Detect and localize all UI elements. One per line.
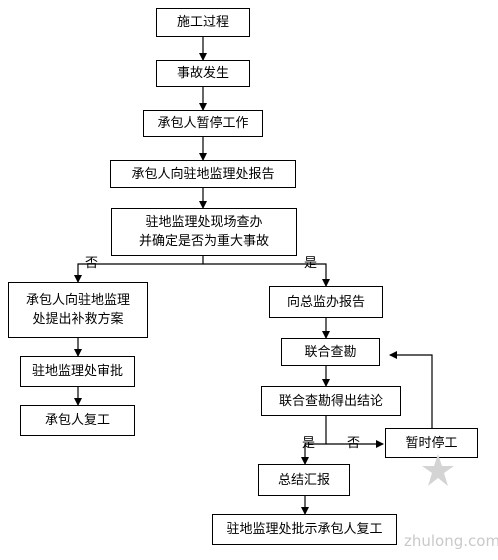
node-accident: 事故发生 xyxy=(156,60,250,87)
node-construction-label: 施工过程 xyxy=(176,15,229,30)
node-report-resident: 承包人向驻地监理处报告 xyxy=(110,160,296,188)
node-report-chief: 向总监办报告 xyxy=(269,286,383,318)
node-resident-check-label: 驻地监理处现场查办 并确定是否为重大事故 xyxy=(138,215,269,249)
label-yes-down: 是 xyxy=(302,436,316,451)
arrow-conclusion-to-summary xyxy=(301,416,327,465)
node-joint-check-label: 联合查勘 xyxy=(304,344,357,360)
node-temp-stop-label: 暂时停工 xyxy=(405,435,458,451)
node-joint-conclusion: 联合查勘得出结论 xyxy=(261,386,401,416)
label-yes-right: 是 xyxy=(304,256,318,271)
node-accident-label: 事故发生 xyxy=(176,66,229,81)
node-resident-instruct-label: 驻地监理处批示承包人复工 xyxy=(226,522,383,537)
node-summary-report-label: 总结汇报 xyxy=(277,472,330,488)
node-resident-approve: 驻地监理处审批 xyxy=(20,356,135,387)
label-no-left: 否 xyxy=(85,256,99,271)
node-construction: 施工过程 xyxy=(156,8,250,37)
branch-line-right xyxy=(203,263,330,287)
node-contractor-stop-label: 承包人暂停工作 xyxy=(157,116,249,131)
node-resident-check: 驻地监理处现场查办 并确定是否为重大事故 xyxy=(111,208,297,256)
watermark-logo-icon xyxy=(418,452,458,492)
node-temp-stop: 暂时停工 xyxy=(385,428,478,458)
node-remedial-plan: 承包人向驻地监理 处提出补救方案 xyxy=(8,282,148,338)
label-no-right: 否 xyxy=(347,436,361,451)
arrow-tempstop-loop xyxy=(389,351,433,428)
node-contractor-resume: 承包人复工 xyxy=(20,405,135,436)
node-contractor-resume-label: 承包人复工 xyxy=(44,413,110,428)
node-joint-check: 联合查勘 xyxy=(281,338,380,366)
node-resident-instruct: 驻地监理处批示承包人复工 xyxy=(212,514,397,545)
node-resident-approve-label: 驻地监理处审批 xyxy=(31,364,123,379)
node-report-resident-label: 承包人向驻地监理处报告 xyxy=(131,166,275,182)
watermark-text: zhulong.com xyxy=(404,532,498,550)
branch-line xyxy=(74,256,204,283)
node-contractor-stop: 承包人暂停工作 xyxy=(143,110,263,137)
node-joint-conclusion-label: 联合查勘得出结论 xyxy=(278,393,383,409)
node-report-chief-label: 向总监办报告 xyxy=(286,294,365,310)
node-summary-report: 总结汇报 xyxy=(258,464,350,496)
node-remedial-plan-label: 承包人向驻地监理 处提出补救方案 xyxy=(25,293,130,327)
